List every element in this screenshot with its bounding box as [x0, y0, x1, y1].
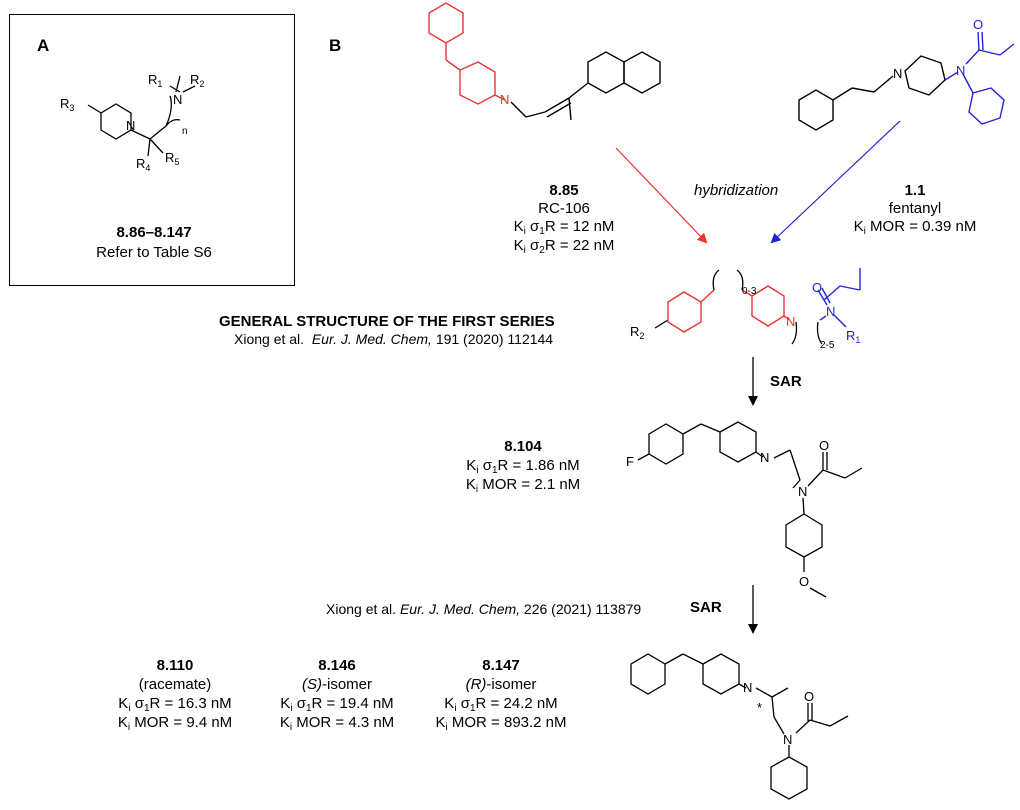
fentanyl-id: 1.1: [904, 182, 926, 199]
c8147-ki-sigma1: Ki σ1R = 24.2 nM: [444, 695, 558, 714]
general-range-0-3: 0-3: [742, 286, 757, 297]
panel-a-note: Refer to Table S6: [96, 244, 212, 261]
c8146-id: 8.146: [318, 657, 356, 674]
c8147-id: 8.147: [482, 657, 520, 674]
c8104-structure: [637, 421, 863, 598]
fentanyl-structure-blue: [944, 31, 1015, 125]
fentanyl-ki-mor: Ki MOR = 0.39 nM: [853, 218, 977, 237]
c8104-o-amide: O: [819, 438, 829, 453]
general-structure-red: [667, 285, 791, 333]
rc106-n-atom: N: [500, 92, 509, 107]
c8110-ki-mor: Ki MOR = 9.4 nM: [117, 714, 233, 733]
c8110-n-ring: N: [743, 680, 752, 695]
panel-a-compound-range: 8.86–8.147: [116, 224, 192, 241]
panel-b-letter: B: [329, 36, 342, 55]
fentanyl-name: fentanyl: [888, 200, 942, 217]
panel-a-n-sub: n: [182, 126, 188, 137]
c8146-desc: (S)-isomer: [301, 676, 373, 693]
general-structure-black: [654, 319, 669, 329]
c8104-n-amide: N: [798, 484, 807, 499]
general-n-amide: N: [826, 304, 835, 319]
hybridization-arrow-blue: [770, 120, 901, 244]
fentanyl-n-ring: N: [893, 66, 902, 81]
c8110-o-amide: O: [804, 689, 814, 704]
rc106-structure-black: [510, 51, 661, 121]
panel-a-r1: R1: [148, 72, 162, 89]
panel-a-r5: R5: [165, 150, 179, 167]
c8104-ki-sigma1: Ki σ1R = 1.86 nM: [466, 457, 580, 476]
c8104-o-methoxy: O: [799, 574, 809, 589]
general-r1: R1: [846, 328, 860, 345]
c8110-structure: [630, 653, 849, 800]
fentanyl-n-amide: N: [956, 63, 965, 78]
fentanyl-structure-black: [798, 55, 946, 131]
general-structure-blue: [817, 268, 861, 328]
c8110-id: 8.110: [156, 657, 194, 674]
rc106-name: RC-106: [538, 200, 590, 217]
general-structure-title: GENERAL STRUCTURE OF THE FIRST SERIES: [219, 313, 555, 330]
hybridization-arrow-red: [615, 147, 708, 244]
panel-a-r2: R2: [190, 72, 204, 89]
c8104-n-ring: N: [760, 450, 769, 465]
sar-label-1: SAR: [770, 373, 802, 390]
c8146-ki-sigma1: Ki σ1R = 19.4 nM: [280, 695, 394, 714]
c8110-ki-sigma1: Ki σ1R = 16.3 nM: [118, 695, 232, 714]
panel-a-n-ring: N: [126, 118, 135, 133]
hybridization-label: hybridization: [694, 182, 779, 199]
rc106-id: 8.85: [549, 182, 579, 199]
sar-label-2: SAR: [690, 599, 722, 616]
panel-a-r4: R4: [136, 156, 150, 173]
panel-a-r3: R3: [60, 96, 74, 113]
general-structure-linker: [712, 269, 823, 345]
general-n-ring: N: [786, 314, 795, 329]
general-r2: R2: [630, 324, 644, 341]
c8110-stereo-star: *: [757, 700, 762, 715]
c8104-id: 8.104: [504, 438, 542, 455]
rc106-ki-sigma1: Ki σ1R = 12 nM: [513, 218, 615, 237]
c8110-n-amide: N: [783, 732, 792, 747]
rc106-ki-sigma2: Ki σ2R = 22 nM: [513, 237, 615, 256]
general-structure-reference: Xiong et al. Eur. J. Med. Chem, 191 (202…: [234, 331, 554, 347]
panel-a-n-atom: N: [173, 92, 182, 107]
panel-a-structure: [87, 75, 196, 157]
rc106-structure-red: [428, 2, 506, 105]
panel-a-letter: A: [37, 36, 50, 55]
c8147-desc: (R)-isomer: [465, 676, 537, 693]
c8147-ki-mor: Ki MOR = 893.2 nM: [435, 714, 567, 733]
fentanyl-o-atom: O: [973, 17, 983, 32]
second-reference: Xiong et al. Eur. J. Med. Chem, 226 (202…: [326, 601, 642, 617]
c8104-ki-mor: Ki MOR = 2.1 nM: [465, 476, 581, 495]
c8110-desc: (racemate): [138, 676, 212, 693]
general-o-atom: O: [812, 280, 822, 295]
panel-a-box: [9, 14, 295, 286]
c8146-ki-mor: Ki MOR = 4.3 nM: [279, 714, 395, 733]
general-range-2-5: 2-5: [820, 340, 835, 351]
c8104-f-atom: F: [626, 454, 634, 469]
